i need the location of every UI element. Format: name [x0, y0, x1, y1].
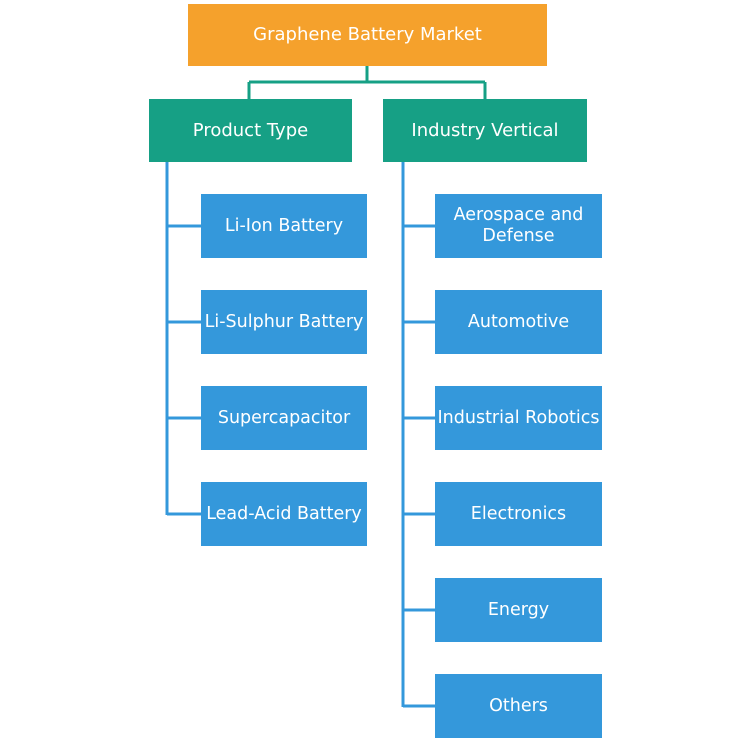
leaf-label: Electronics — [470, 503, 567, 524]
leaf-label: Energy — [487, 599, 550, 620]
leaf-label: Supercapacitor — [217, 407, 351, 428]
industry-vertical-connector — [401, 162, 435, 708]
product-type-connector — [165, 162, 201, 516]
root-node: Graphene Battery Market — [188, 4, 547, 66]
root-label: Graphene Battery Market — [253, 24, 482, 46]
leaf-label: Industrial Robotics — [437, 407, 600, 428]
leaf-automotive: Automotive — [435, 290, 602, 354]
leaf-label: Automotive — [467, 311, 570, 332]
leaf-aerospace-and-defense: Aerospace and Defense — [435, 194, 602, 258]
leaf-li-ion-battery: Li-Ion Battery — [201, 194, 367, 258]
leaf-label: Li-Sulphur Battery — [204, 311, 364, 332]
category-product-type: Product Type — [149, 99, 352, 162]
leaf-label: Aerospace and Defense — [453, 205, 584, 246]
category-label: Product Type — [192, 119, 309, 141]
leaf-supercapacitor: Supercapacitor — [201, 386, 367, 450]
leaf-label: Lead-Acid Battery — [206, 503, 362, 524]
leaf-label: Li-Ion Battery — [224, 215, 344, 236]
leaf-energy: Energy — [435, 578, 602, 642]
leaf-lead-acid-battery: Lead-Acid Battery — [201, 482, 367, 546]
root-connector — [247, 66, 487, 99]
leaf-electronics: Electronics — [435, 482, 602, 546]
category-industry-vertical: Industry Vertical — [383, 99, 587, 162]
category-label: Industry Vertical — [411, 119, 559, 141]
leaf-label: Others — [489, 695, 548, 716]
leaf-others: Others — [435, 674, 602, 738]
leaf-li-sulphur-battery: Li-Sulphur Battery — [201, 290, 367, 354]
leaf-industrial-robotics: Industrial Robotics — [435, 386, 602, 450]
